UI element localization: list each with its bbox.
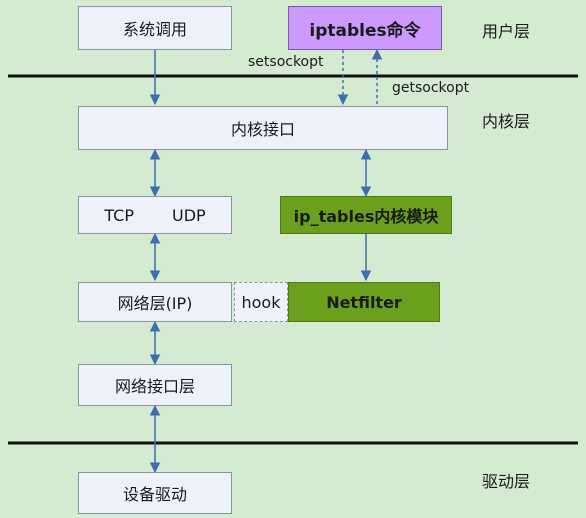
ip-tables-module-label: ip_tables内核模块 (293, 207, 439, 226)
network-layer-box: 网络层(IP) (78, 282, 232, 322)
kernel-layer-label: 内核层 (482, 112, 531, 131)
syscall-box: 系统调用 (78, 6, 232, 50)
iptables-command-box: iptables命令 (288, 6, 442, 50)
hook-box: hook (234, 282, 288, 322)
kernel-interface-label: 内核接口 (230, 120, 295, 139)
hook-label: hook (241, 292, 281, 312)
getsockopt-label: getsockopt (392, 80, 470, 96)
syscall-label: 系统调用 (122, 20, 187, 39)
udp-label: UDP (171, 205, 206, 225)
device-driver-box: 设备驱动 (78, 472, 232, 514)
network-layer-label: 网络层(IP) (117, 294, 193, 313)
netfilter-box: Netfilter (288, 282, 440, 322)
network-interface-layer-box: 网络接口层 (78, 364, 232, 406)
device-driver-label: 设备驱动 (122, 485, 187, 504)
user-layer-label: 用户层 (482, 22, 531, 41)
kernel-interface-box: 内核接口 (78, 106, 448, 150)
netfilter-label: Netfilter (326, 292, 402, 312)
iptables-command-label: iptables命令 (309, 20, 421, 41)
setsockopt-label: setsockopt (248, 54, 324, 70)
ip-tables-module-box: ip_tables内核模块 (280, 196, 452, 234)
network-interface-layer-label: 网络接口层 (114, 377, 195, 396)
tcp-label: TCP (104, 205, 134, 225)
tcp-udp-box: TCP UDP (78, 196, 232, 234)
driver-layer-label: 驱动层 (482, 472, 531, 491)
